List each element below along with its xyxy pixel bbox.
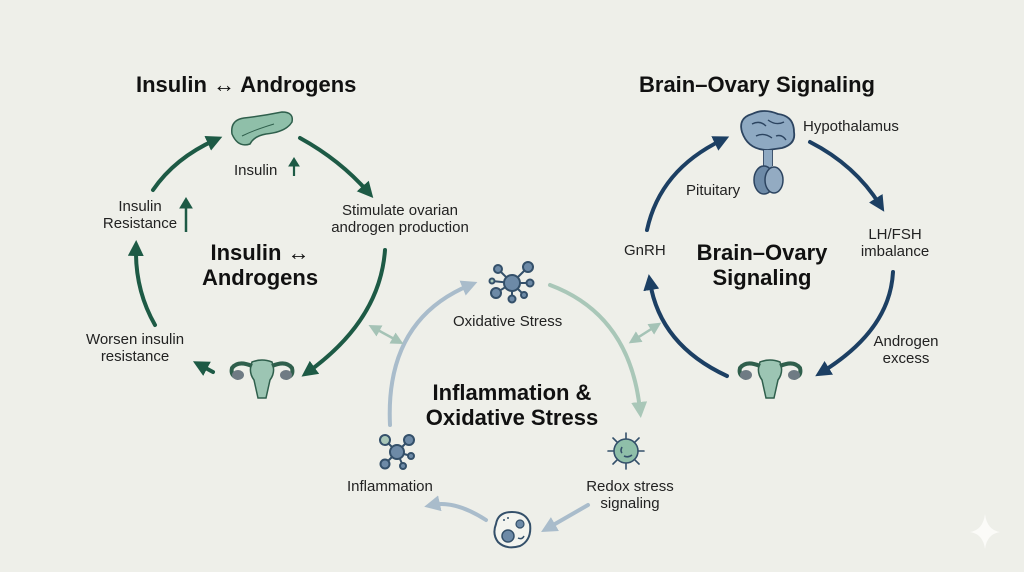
sparkle-icon xyxy=(970,514,1000,549)
androgen-excess-label: Androgen excess xyxy=(866,333,946,368)
label-line: LH/FSH xyxy=(868,226,922,243)
pituitary-label: Pituitary xyxy=(686,182,741,199)
link-insulin-inflammation xyxy=(368,325,404,344)
redox-label: Redox stress signaling xyxy=(580,478,680,513)
label-line: Insulin xyxy=(118,198,162,215)
label-line: signaling xyxy=(600,495,660,513)
link-brain-inflammation xyxy=(628,322,662,344)
arrow-stimulate-to-uterus xyxy=(301,248,387,377)
arrow-pancreas-to-stimulate xyxy=(298,136,374,199)
arrow-gnrh-to-brain xyxy=(645,136,730,232)
center-line-1: Insulin ↔ xyxy=(210,240,310,265)
inflammation-cycle-center-label: Inflammation & Oxidative Stress xyxy=(412,380,612,431)
brain-cycle-center-label: Brain–Ovary Signaling xyxy=(692,240,832,291)
insulin-cycle-title: Insulin ↔ Androgens xyxy=(136,72,357,97)
up-arrow-icon xyxy=(179,197,193,232)
center-line-2: Oxidative Stress xyxy=(425,405,599,431)
inflammation-label: Inflammation xyxy=(347,478,433,495)
insulin-resistance-label: Insulin Resistance xyxy=(90,198,190,233)
label-line: Redox stress xyxy=(586,478,674,495)
molecule-icon xyxy=(488,261,535,304)
gnrh-label: GnRH xyxy=(624,242,666,259)
label-line: Stimulate ovarian xyxy=(342,202,458,219)
insulin-cycle-arrows xyxy=(127,135,387,377)
label-line: excess xyxy=(882,350,930,368)
worsen-resistance-label: Worsen insulin resistance xyxy=(76,331,194,366)
arrow-uterus-to-worsen xyxy=(192,361,215,376)
hypothalamus-label: Hypothalamus xyxy=(803,118,899,135)
insulin-cycle-center-label: Insulin ↔ Androgens xyxy=(190,240,330,291)
cell-icon xyxy=(493,510,532,549)
brain-icon xyxy=(740,110,796,195)
uterus-icon xyxy=(737,359,803,399)
lhfsh-label: LH/FSH imbalance xyxy=(850,226,940,261)
label-line: androgen production xyxy=(331,219,469,237)
stimulate-label: Stimulate ovarian androgen production xyxy=(315,202,485,237)
brain-cycle-title: Brain–Ovary Signaling xyxy=(639,72,875,97)
arrow-uterus-to-gnrh xyxy=(643,274,729,378)
virus-icon xyxy=(607,432,645,470)
center-line-2: Signaling xyxy=(712,265,812,291)
arrow-worsen-to-resistance xyxy=(127,240,157,327)
inflammation-cycle-arrows xyxy=(387,280,648,532)
label-line: resistance xyxy=(100,348,170,366)
up-arrow-icon xyxy=(288,157,300,176)
brain-cycle-arrows xyxy=(643,136,895,378)
arrow-redox-to-cell xyxy=(541,503,590,532)
uterus-icon xyxy=(229,359,295,399)
pancreas-icon xyxy=(231,111,294,146)
center-line-2: Androgens xyxy=(201,265,319,291)
arrow-oxidative-to-redox xyxy=(548,283,648,418)
arrow-brain-to-lhfsh xyxy=(808,140,885,212)
arrow-resistance-to-pancreas xyxy=(151,135,223,192)
oxidative-stress-label: Oxidative Stress xyxy=(453,313,563,330)
center-line-1: Inflammation & xyxy=(432,380,592,405)
insulin-up-label: Insulin xyxy=(234,162,278,179)
label-line: Androgen xyxy=(873,333,939,350)
arrow-cell-to-inflammation xyxy=(424,495,488,522)
arrow-lhfsh-to-uterus xyxy=(815,270,895,377)
label-line: Worsen insulin xyxy=(85,331,185,348)
arrow-inflammation-to-oxidative xyxy=(387,280,478,427)
molecule-icon xyxy=(379,434,415,470)
label-line: imbalance xyxy=(860,243,930,261)
label-line: Resistance xyxy=(102,215,178,233)
center-line-1: Brain–Ovary xyxy=(696,240,828,265)
